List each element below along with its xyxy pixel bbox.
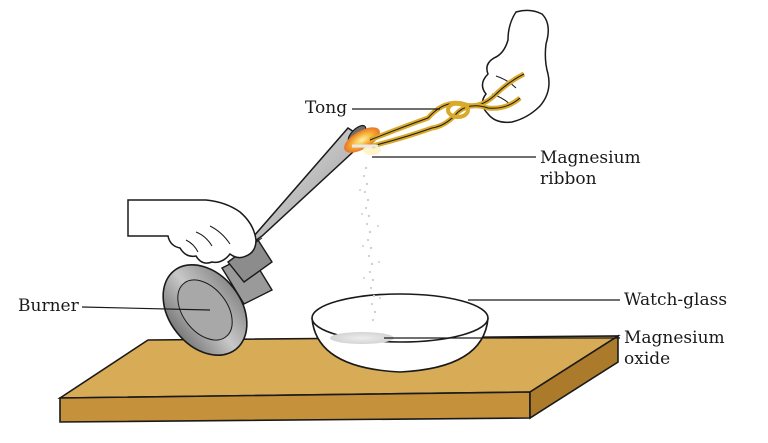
label-watch-glass: Watch-glass <box>624 290 728 310</box>
tong <box>352 71 526 149</box>
magnesium-oxide-residue <box>330 332 394 344</box>
label-magnesium-ribbon-line2: ribbon <box>540 169 597 189</box>
label-tong: Tong <box>305 98 348 118</box>
leader-lines <box>81 108 620 339</box>
watch-glass-rim <box>311 293 489 343</box>
left-hand <box>127 199 257 264</box>
watch-glass <box>311 293 489 373</box>
label-magnesium-oxide-line2: oxide <box>624 349 671 369</box>
label-burner: Burner <box>18 296 79 316</box>
tong-hinge <box>446 101 470 119</box>
label-magnesium-oxide: Magnesium oxide <box>624 328 725 370</box>
table-front <box>59 391 531 423</box>
leader-burner <box>81 306 211 311</box>
label-magnesium-ribbon-line1: Magnesium <box>540 148 641 168</box>
label-magnesium-ribbon: Magnesium ribbon <box>540 148 641 190</box>
left-hand-palm <box>127 199 257 264</box>
right-hand-shape <box>481 9 550 124</box>
falling-ash <box>359 166 381 322</box>
label-magnesium-oxide-line1: Magnesium <box>624 328 725 348</box>
table-side <box>529 334 619 420</box>
right-hand <box>481 9 550 124</box>
